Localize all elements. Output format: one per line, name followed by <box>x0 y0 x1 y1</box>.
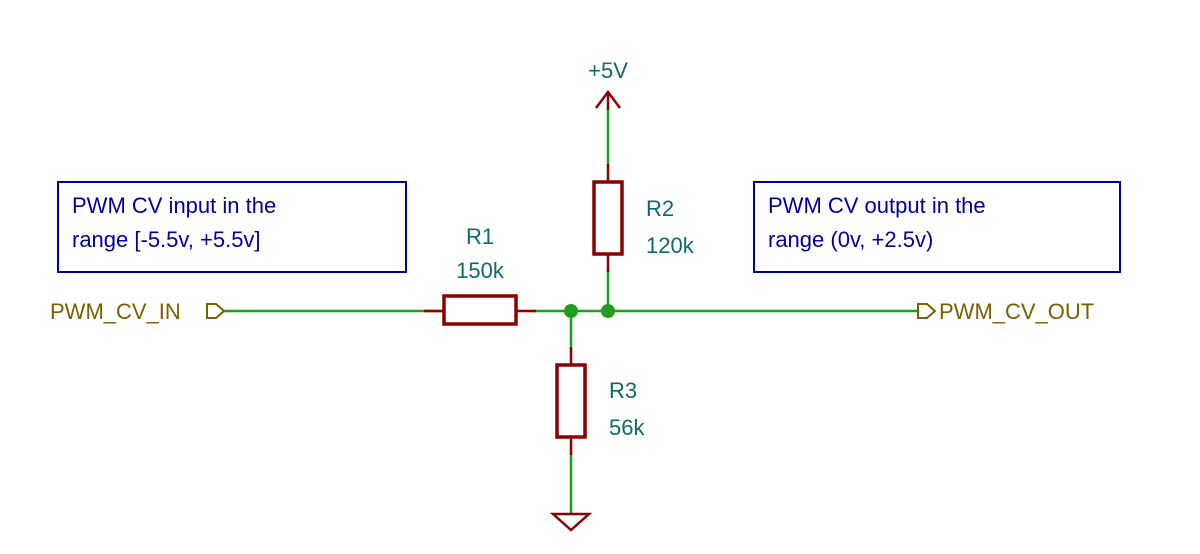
net-label-input: PWM_CV_IN <box>50 299 181 324</box>
resistor-r1[interactable] <box>424 294 536 326</box>
junction-dot-r3 <box>564 304 578 318</box>
note-output-line-1: PWM CV output in the <box>768 193 986 218</box>
resistor-r3-value: 56k <box>609 415 645 440</box>
input-port-icon[interactable] <box>206 303 226 319</box>
power-symbol-5v[interactable] <box>595 89 621 110</box>
power-label-5v: +5V <box>588 58 628 83</box>
ground-triangle-icon <box>549 512 593 532</box>
note-output-line-2: range (0v, +2.5v) <box>768 227 933 252</box>
resistor-r2-ref: R2 <box>646 196 674 221</box>
resistor-r1-value: 150k <box>456 258 505 283</box>
power-arrow-icon <box>595 89 621 109</box>
note-output-box <box>753 181 1121 273</box>
resistor-r3[interactable] <box>555 347 587 455</box>
resistor-r3-body <box>555 363 587 439</box>
resistor-r1-body <box>442 294 518 326</box>
note-input-line-1: PWM CV input in the <box>72 193 276 218</box>
resistor-r3-ref: R3 <box>609 378 637 403</box>
resistor-r2[interactable] <box>592 164 624 272</box>
resistor-r1-ref: R1 <box>466 224 494 249</box>
resistor-r2-value: 120k <box>646 233 695 258</box>
ground-symbol[interactable] <box>549 512 593 532</box>
resistor-r2-body <box>592 180 624 256</box>
note-input: PWM CV input in the range [-5.5v, +5.5v] <box>57 181 407 273</box>
note-output: PWM CV output in the range (0v, +2.5v) <box>753 181 1121 273</box>
output-port-icon[interactable] <box>917 303 937 319</box>
note-input-line-2: range [-5.5v, +5.5v] <box>72 227 261 252</box>
junction-dot-r2 <box>601 304 615 318</box>
net-label-output: PWM_CV_OUT <box>939 299 1094 324</box>
note-input-box <box>57 181 407 273</box>
